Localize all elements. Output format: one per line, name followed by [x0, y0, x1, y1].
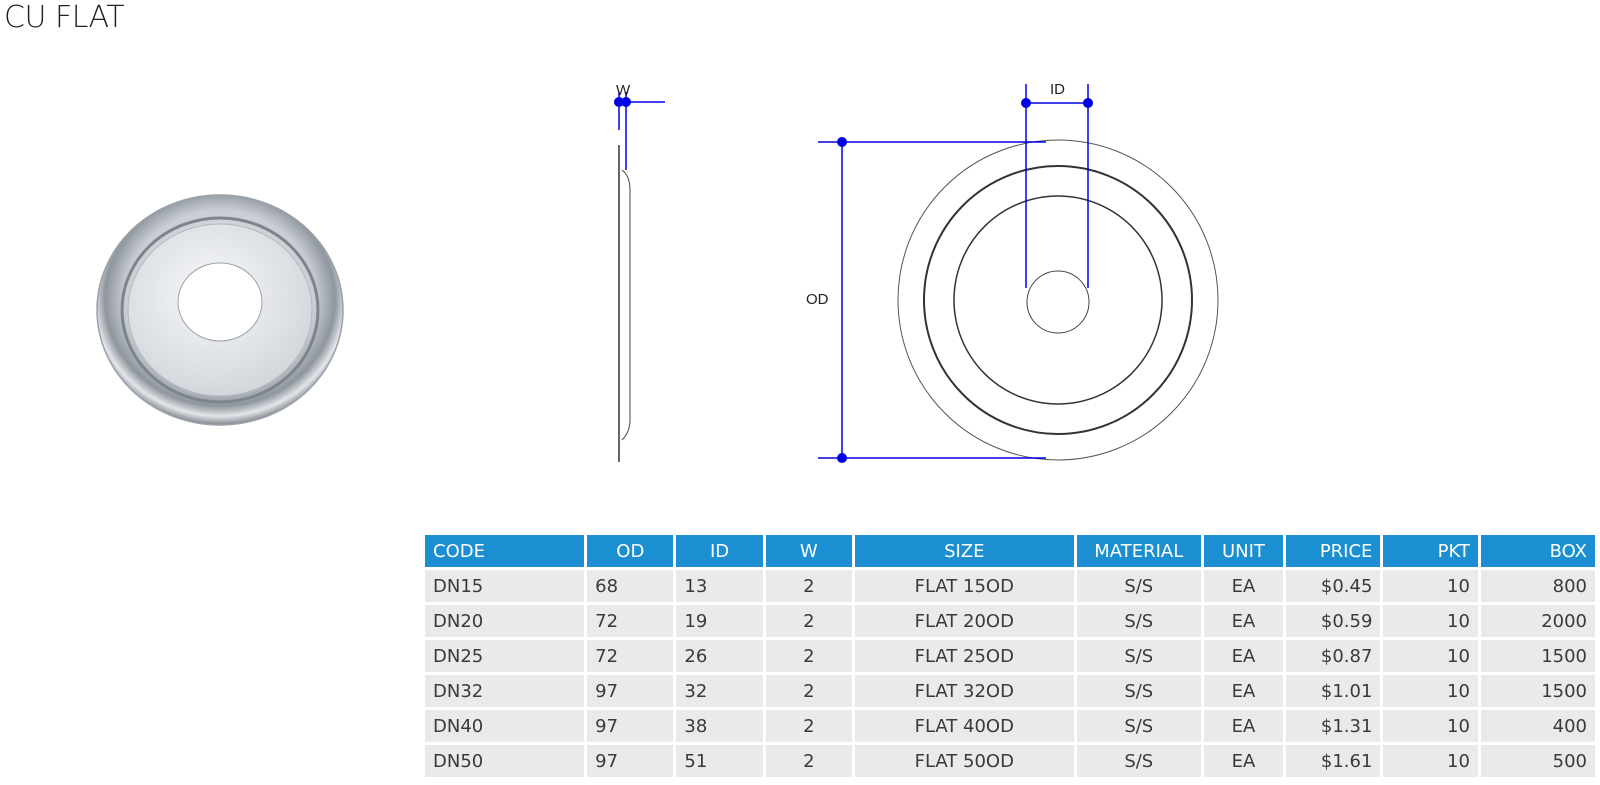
dimension-drawing: W OD ID — [614, 81, 1219, 463]
cell-pkt: 10 — [1383, 570, 1478, 602]
cell-box: 500 — [1480, 745, 1595, 777]
cell-price: $0.87 — [1285, 640, 1381, 672]
cell-material: S/S — [1076, 640, 1201, 672]
cell-size: FLAT 32OD — [854, 675, 1074, 707]
cell-code: DN25 — [425, 640, 585, 672]
cell-w: 2 — [765, 745, 852, 777]
cell-price: $1.01 — [1285, 675, 1381, 707]
cell-id: 32 — [676, 675, 763, 707]
cell-unit: EA — [1203, 745, 1283, 777]
od-dimension: OD — [806, 137, 1046, 463]
cell-code: DN40 — [425, 710, 585, 742]
cell-size: FLAT 20OD — [854, 605, 1074, 637]
id-label: ID — [1050, 81, 1065, 98]
cell-id: 13 — [676, 570, 763, 602]
table-row: DN32 97 32 2 FLAT 32OD S/S EA $1.01 10 1… — [425, 675, 1595, 707]
col-header-unit: UNIT — [1203, 535, 1283, 567]
table-row: DN50 97 51 2 FLAT 50OD S/S EA $1.61 10 5… — [425, 745, 1595, 777]
cell-code: DN32 — [425, 675, 585, 707]
cell-unit: EA — [1203, 675, 1283, 707]
col-header-od: OD — [587, 535, 674, 567]
col-header-id: ID — [676, 535, 763, 567]
cell-material: S/S — [1076, 605, 1201, 637]
cell-box: 1500 — [1480, 675, 1595, 707]
cell-pkt: 10 — [1383, 605, 1478, 637]
cell-od: 72 — [587, 640, 674, 672]
cell-price: $0.59 — [1285, 605, 1381, 637]
cell-w: 2 — [765, 570, 852, 602]
col-header-code: CODE — [425, 535, 585, 567]
cell-pkt: 10 — [1383, 710, 1478, 742]
cell-code: DN50 — [425, 745, 585, 777]
cell-box: 2000 — [1480, 605, 1595, 637]
col-header-w: W — [765, 535, 852, 567]
table-row: DN20 72 19 2 FLAT 20OD S/S EA $0.59 10 2… — [425, 605, 1595, 637]
col-header-box: BOX — [1480, 535, 1595, 567]
cell-price: $1.31 — [1285, 710, 1381, 742]
col-header-size: SIZE — [854, 535, 1074, 567]
page-title: CU FLAT — [4, 0, 125, 35]
w-label: W — [616, 82, 631, 99]
cell-code: DN20 — [425, 605, 585, 637]
side-view: W — [614, 82, 665, 462]
table-row: DN40 97 38 2 FLAT 40OD S/S EA $1.31 10 4… — [425, 710, 1595, 742]
cell-price: $1.61 — [1285, 745, 1381, 777]
cell-id: 38 — [676, 710, 763, 742]
cell-id: 19 — [676, 605, 763, 637]
col-header-material: MATERIAL — [1076, 535, 1201, 567]
spec-table: CODE OD ID W SIZE MATERIAL UNIT PRICE PK… — [422, 532, 1598, 780]
cell-box: 1500 — [1480, 640, 1595, 672]
cell-size: FLAT 25OD — [854, 640, 1074, 672]
cell-w: 2 — [765, 710, 852, 742]
cell-od: 97 — [587, 675, 674, 707]
id-dimension: ID — [1021, 81, 1093, 288]
cell-pkt: 10 — [1383, 745, 1478, 777]
table-header-row: CODE OD ID W SIZE MATERIAL UNIT PRICE PK… — [425, 535, 1595, 567]
cell-material: S/S — [1076, 710, 1201, 742]
cell-w: 2 — [765, 605, 852, 637]
cell-material: S/S — [1076, 745, 1201, 777]
cell-material: S/S — [1076, 570, 1201, 602]
cell-box: 800 — [1480, 570, 1595, 602]
cell-box: 400 — [1480, 710, 1595, 742]
cell-unit: EA — [1203, 570, 1283, 602]
cell-pkt: 10 — [1383, 640, 1478, 672]
cell-size: FLAT 40OD — [854, 710, 1074, 742]
cell-od: 97 — [587, 710, 674, 742]
cell-pkt: 10 — [1383, 675, 1478, 707]
front-view — [897, 139, 1219, 461]
cell-material: S/S — [1076, 675, 1201, 707]
cell-od: 68 — [587, 570, 674, 602]
cell-unit: EA — [1203, 605, 1283, 637]
cell-w: 2 — [765, 675, 852, 707]
cell-price: $0.45 — [1285, 570, 1381, 602]
col-header-price: PRICE — [1285, 535, 1381, 567]
cell-size: FLAT 50OD — [854, 745, 1074, 777]
od-label: OD — [806, 291, 829, 308]
cell-unit: EA — [1203, 710, 1283, 742]
cell-od: 72 — [587, 605, 674, 637]
col-header-pkt: PKT — [1383, 535, 1478, 567]
cell-od: 97 — [587, 745, 674, 777]
table-row: DN25 72 26 2 FLAT 25OD S/S EA $0.87 10 1… — [425, 640, 1595, 672]
cell-w: 2 — [765, 640, 852, 672]
cell-unit: EA — [1203, 640, 1283, 672]
product-photo — [96, 194, 344, 426]
cell-id: 51 — [676, 745, 763, 777]
cell-id: 26 — [676, 640, 763, 672]
cell-size: FLAT 15OD — [854, 570, 1074, 602]
table-row: DN15 68 13 2 FLAT 15OD S/S EA $0.45 10 8… — [425, 570, 1595, 602]
cell-code: DN15 — [425, 570, 585, 602]
